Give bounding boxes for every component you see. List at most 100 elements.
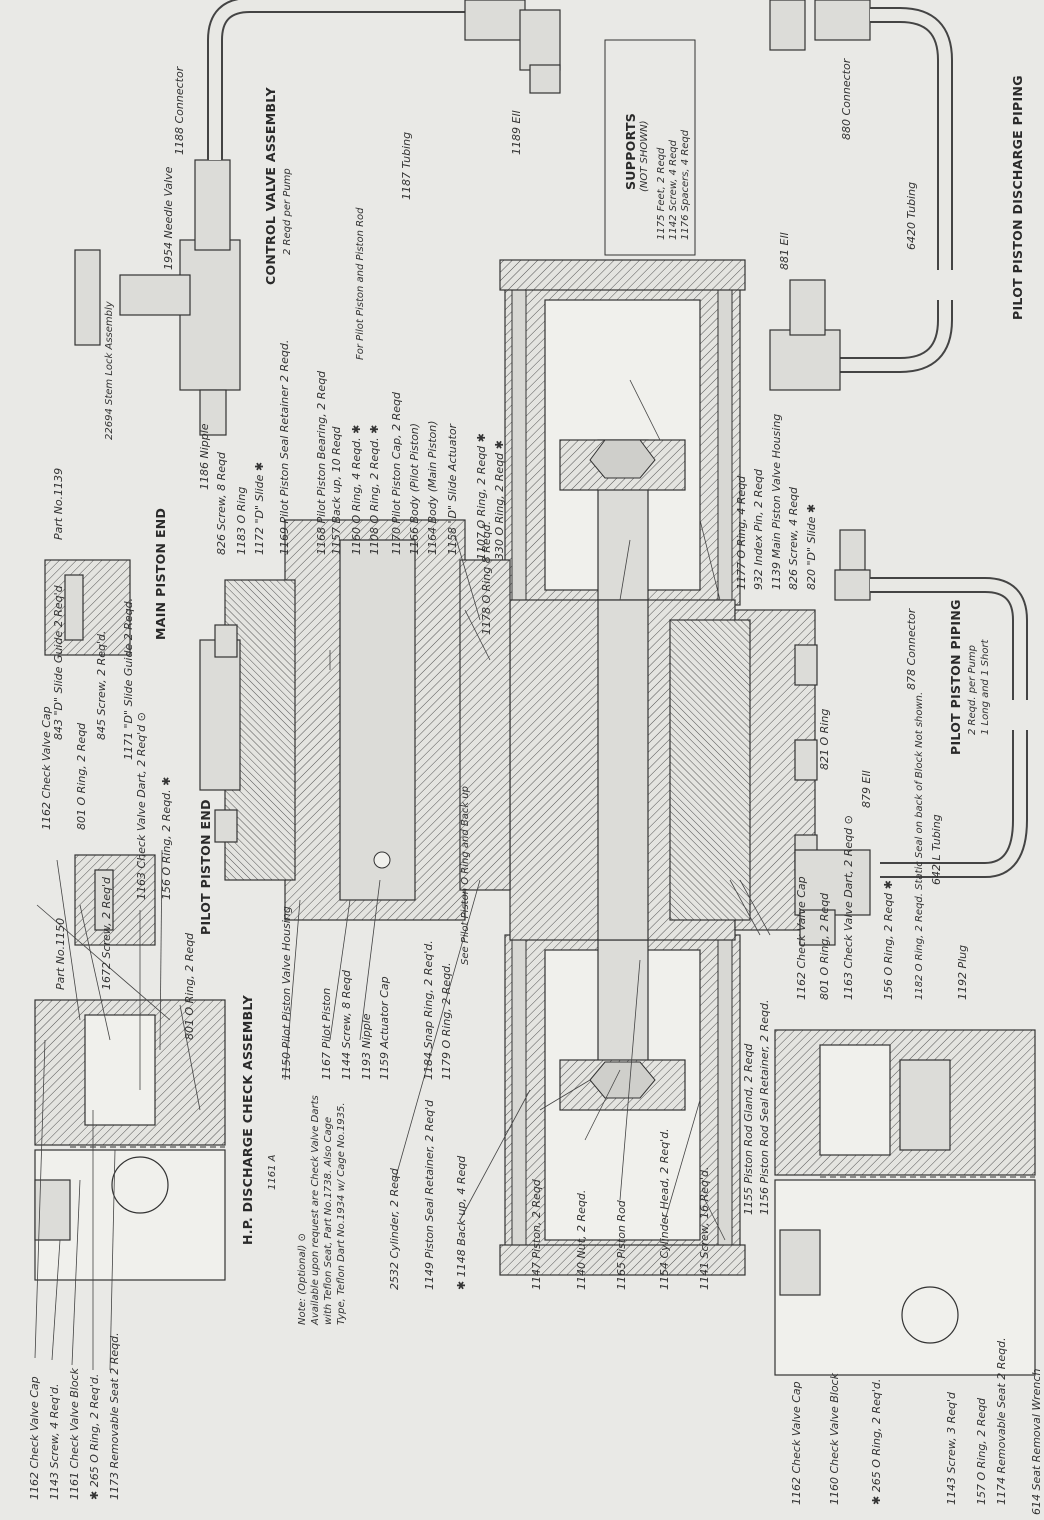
center-top-label: 1170 Pilot Piston Cap, 2 Reqd [390,391,403,555]
center-top-label: 1183 O Ring [235,487,248,555]
note-line: with Teflon Seat, Part No.1738. Also Cag… [323,1117,334,1325]
control-tubing-inner [209,0,470,160]
bottom-right-label: 1182 O Ring, 2 Reqd. Static Seal on back… [914,692,925,1000]
main-housing-screw-2 [794,739,818,781]
bottom-check-assembly [774,1029,1036,1376]
bottom-left-label: ✱ 1148 Back up, 4 Reqd [455,1155,468,1290]
pilot-end-label: 1672 Screw, 2 Req'd [100,876,113,990]
main-right-label: 826 Screw, 4 Reqd [787,486,800,590]
main-right-label: 1107 O Ring, 2 Reqd ✱ [475,433,488,560]
control-label: 1189 Ell [510,110,523,155]
bottom-edge-label: 1143 Screw, 3 Req'd [945,1391,958,1505]
bottom-center-label: 1155 Piston Rod Gland, 2 Reqd [742,1043,755,1215]
supports-item: 1142 Screw, 4 Reqd [668,139,679,240]
left-label: 1173 Removable Seat 2 Reqd. [108,1332,121,1500]
control-nipple [199,389,227,436]
pilot-piping-label: 879 Ell [860,770,873,808]
pilot-piston [339,539,416,901]
pilot-piping-subtitle: 1 Long and 1 Short [980,638,991,735]
center-left-label: 1150 Pilot Piston Valve Housing [280,906,293,1080]
upper-nut [589,439,656,479]
main-end-label: 843 "D" Slide Guide 2 Req'd [52,584,65,740]
note-line: Type, Teflon Dart No.1934 w/ Cage No.193… [336,1103,347,1326]
main-right-label: 932 Index Pin, 2 Reqd [752,468,765,590]
hp-port [111,1156,169,1214]
main-right-label: 821 O Ring [818,709,831,770]
main-right-label: 330 O Ring, 2 Reqd ✱ [493,440,506,560]
lower-cylinder-head [499,1244,746,1276]
bottom-edge-label: 157 O Ring, 2 Reqd [975,1397,988,1505]
hp-discharge-subtitle: 1161 A [267,1154,278,1190]
pilot-pipe-ell-thread [799,909,836,946]
stem-lock [119,274,191,316]
center-top-label: 1172 "D" Slide ✱ [253,462,266,555]
control-valve-assembly [74,0,561,436]
upper-cylinder-head [499,259,746,291]
supports-title: SUPPORTS [623,113,638,190]
bottom-plug-bore [899,1059,951,1151]
end-detail-views [44,559,156,946]
bottom-left-label: 1147 Piston, 2 Reqd [530,1178,543,1290]
pilot-end-label: 1171 "D" Slide Guide 2 Reqd. [122,598,135,760]
center-left-label: 1184 Snap Ring, 2 Req'd. [422,940,435,1080]
hp-label: 1162 Check Valve Cap [40,706,53,830]
main-right-label: 1177 O Ring, 4 Reqd [735,475,748,590]
bottom-right-label: 1192 Plug [956,945,969,1000]
lower-nut [589,1061,656,1099]
pilot-end-label: Part No.1150 [54,918,67,990]
left-label: 1143 Screw, 4 Req'd. [48,1384,61,1501]
center-top-label: 1164 Body (Main Piston) [426,420,439,555]
control-label: 22694 Stem Lock Assembly [104,300,115,440]
control-connector [194,159,231,251]
bottom-left-label: 1140 Nut, 2 Reqd. [575,1190,588,1290]
pilot-pipe-ell [794,849,871,916]
note-line: Note: (Optional) ⊙ [297,1233,308,1325]
pilot-pipe-connector [834,569,871,601]
main-valve-body [669,619,751,921]
main-cylinder-assembly [499,259,818,1276]
discharge-piping-title: PILOT PISTON DISCHARGE PIPING [1010,75,1025,320]
bottom-edge-label: 1160 Check Valve Block [828,1372,841,1505]
center-left-label: 1193 Nipple [360,1013,373,1080]
center-left-label: 1179 O Ring, 2 Reqd. [440,962,453,1080]
pilot-piping-title: PILOT PISTON PIPING [948,599,963,755]
hp-label: 156 O Ring, 2 Reqd. ✱ [160,777,173,900]
pilot-piping-label: 642 L Tubing [930,814,943,885]
pilot-piping [794,529,1028,946]
center-left-label: 1144 Screw, 8 Reqd [340,969,353,1080]
pilot-tubing-inner [870,579,1026,876]
hp-check-cap [34,1179,71,1241]
bottom-right-label: 1162 Check Valve Cap [795,876,808,1000]
note-line: Available upon request are Check Valve D… [310,1095,321,1326]
hp-label: 1163 Check Valve Dart, 2 Req'd ⊙ [135,712,148,900]
center-top-label: 1169 Pilot Piston Seal Retainer 2 Reqd. [278,340,291,555]
center-top-label: 1158 "D" Slide Actuator [446,422,459,555]
control-tubing-outer [207,0,470,160]
control-label: 1188 Connector [173,65,186,155]
bottom-right-label: 1163 Check Valve Dart, 2 Reqd ⊙ [842,815,855,1000]
main-piston-end-view [44,559,131,656]
bottom-right-label: 156 O Ring, 2 Reqd ✱ [882,880,895,1000]
left-label: 1162 Check Valve Cap [28,1376,41,1500]
pilot-nipple [199,639,241,791]
left-label: 1161 Check Valve Block [68,1367,81,1500]
pilot-screw-2 [214,809,238,843]
control-valve-title: CONTROL VALVE ASSEMBLY [263,86,278,285]
pilot-pipe-thread [839,529,866,571]
supports-subtitle: (NOT SHOWN) [639,120,650,192]
pilot-tubing-outer [870,577,1028,878]
left-label: ✱ 265 O Ring, 2 Req'd. [88,1374,101,1500]
bottom-edge-label: 1162 Check Valve Cap [790,1381,803,1505]
control-ell-body [519,9,561,71]
center-left-label: 1167 Pilot Piston [320,988,333,1080]
bottom-left-label: 1141 Screw, 16 Req'd. [698,1167,711,1291]
control-ell-thread [529,64,561,94]
center-left-label: 1159 Actuator Cap [378,976,391,1080]
bottom-edge-label: ✱ 265 O Ring, 2 Req'd. [870,1379,883,1505]
discharge-connector [814,0,871,41]
center-top-label: 1108 O Ring, 2 Reqd. ✱ [368,425,381,555]
bottom-left-label: 1165 Piston Rod [615,1199,628,1290]
main-end-guide [64,574,84,641]
